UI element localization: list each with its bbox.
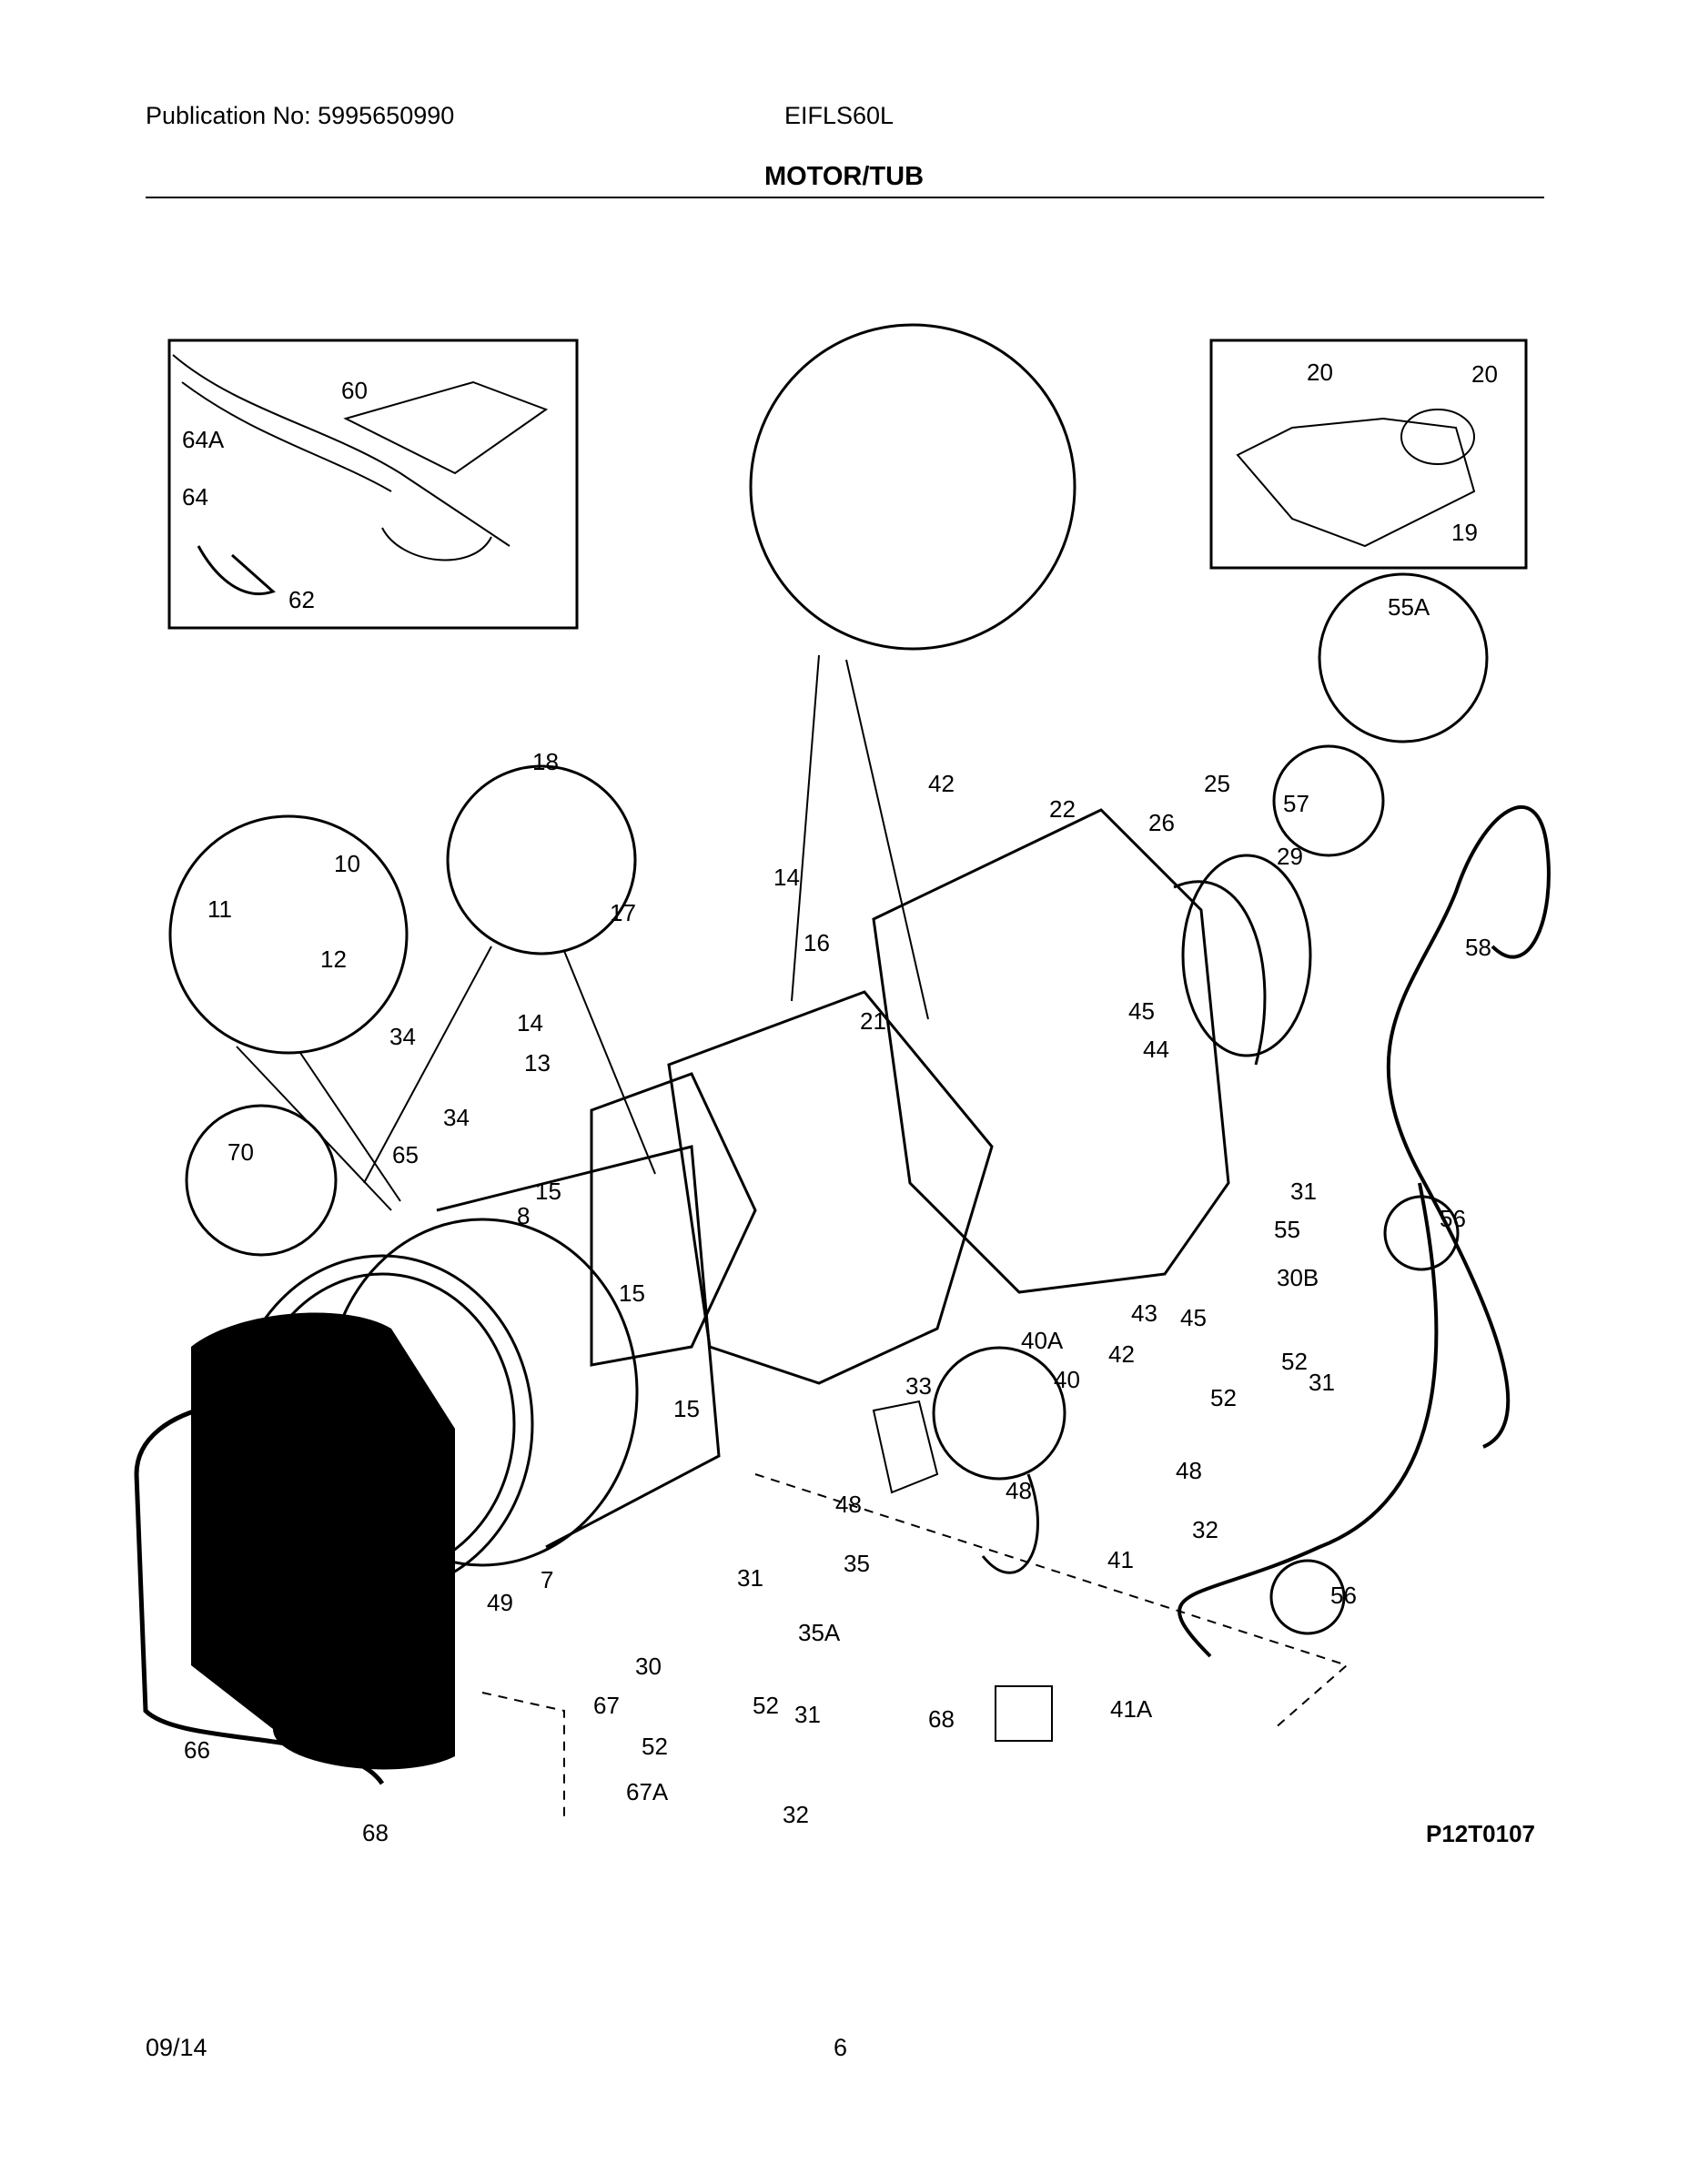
callout-65: 65 bbox=[392, 1141, 419, 1168]
callout-34-left: 34 bbox=[389, 1023, 416, 1050]
header-rule bbox=[146, 197, 1544, 198]
callout-10: 10 bbox=[334, 850, 360, 877]
callout-26: 26 bbox=[1148, 809, 1175, 836]
callout-20-left: 20 bbox=[1307, 359, 1333, 386]
callout-14-upper: 14 bbox=[773, 864, 800, 891]
callout-64: 64 bbox=[182, 483, 208, 511]
callout-32-bottom: 32 bbox=[783, 1801, 809, 1828]
callout-6: 6 bbox=[275, 1669, 288, 1696]
callout-64a: 64A bbox=[182, 426, 225, 453]
callout-25: 25 bbox=[1204, 770, 1230, 797]
callout-52-lower-right: 52 bbox=[753, 1692, 779, 1719]
callout-52-upper-left: 52 bbox=[1210, 1384, 1237, 1411]
callout-55a: 55A bbox=[1388, 593, 1430, 621]
callout-30b: 30B bbox=[1277, 1264, 1319, 1291]
callout-55: 55 bbox=[1274, 1216, 1300, 1243]
callout-56-upper: 56 bbox=[1440, 1205, 1466, 1232]
callout-15-top: 15 bbox=[535, 1178, 561, 1205]
callout-3-right: 3 bbox=[364, 1432, 377, 1460]
callout-11: 11 bbox=[207, 895, 232, 923]
callout-8: 8 bbox=[517, 1202, 530, 1229]
callout-31-middle: 31 bbox=[737, 1564, 763, 1592]
callout-43: 43 bbox=[1131, 1299, 1157, 1327]
callout-56-lower: 56 bbox=[1330, 1582, 1357, 1609]
callout-41a: 41A bbox=[1110, 1695, 1153, 1723]
callout-40: 40 bbox=[1054, 1366, 1080, 1393]
callout-19: 19 bbox=[1451, 519, 1478, 546]
footer-page-number: 6 bbox=[834, 2034, 848, 2061]
callout-12: 12 bbox=[320, 945, 347, 973]
callout-62: 62 bbox=[288, 586, 315, 613]
callout-57: 57 bbox=[1283, 790, 1309, 817]
callout-31-right: 31 bbox=[1290, 1178, 1317, 1205]
callout-20-right: 20 bbox=[1471, 360, 1498, 388]
callout-3-left: 3 bbox=[257, 1422, 269, 1450]
callout-49: 49 bbox=[487, 1589, 513, 1616]
callout-30: 30 bbox=[635, 1653, 662, 1680]
callout-31-bottom: 31 bbox=[794, 1701, 821, 1728]
model-number: EIFLS60L bbox=[784, 102, 895, 129]
callout-29: 29 bbox=[1277, 843, 1303, 870]
callout-68-middle: 68 bbox=[928, 1705, 955, 1733]
callout-52-upper-right: 52 bbox=[1281, 1348, 1308, 1375]
callout-7: 7 bbox=[541, 1566, 553, 1593]
callout-31-far-right: 31 bbox=[1309, 1369, 1335, 1396]
callout-42-bottom: 42 bbox=[1108, 1340, 1135, 1368]
callout-45-upper: 45 bbox=[1128, 997, 1155, 1025]
callout-18: 18 bbox=[532, 748, 559, 775]
callout-15-middle: 15 bbox=[619, 1279, 645, 1307]
callout-68-bottom: 68 bbox=[362, 1819, 389, 1846]
callout-32-right: 32 bbox=[1192, 1516, 1218, 1543]
footer-date: 09/14 bbox=[146, 2034, 207, 2061]
callout-40a: 40A bbox=[1021, 1327, 1064, 1354]
callout-3-bottom: 3 bbox=[351, 1550, 364, 1577]
callout-21: 21 bbox=[860, 1007, 886, 1035]
callout-60: 60 bbox=[341, 377, 368, 404]
section-title: MOTOR/TUB bbox=[763, 162, 925, 191]
callout-48-middle: 48 bbox=[1006, 1477, 1032, 1504]
callout-44: 44 bbox=[1143, 1036, 1169, 1063]
publication-number: Publication No: 5995650990 bbox=[146, 102, 455, 129]
inset-box-motor bbox=[1209, 339, 1528, 570]
callout-67a: 67A bbox=[626, 1778, 669, 1805]
callout-33: 33 bbox=[905, 1372, 932, 1400]
callout-52-lower-left: 52 bbox=[642, 1733, 668, 1760]
callout-70: 70 bbox=[227, 1138, 254, 1166]
callout-67: 67 bbox=[593, 1692, 620, 1719]
callout-35: 35 bbox=[844, 1550, 870, 1577]
callout-14-lower: 14 bbox=[517, 1009, 543, 1036]
callout-34-right: 34 bbox=[443, 1104, 470, 1131]
callout-48-left: 48 bbox=[835, 1491, 862, 1518]
spider-detail-circle bbox=[749, 323, 1076, 651]
callout-13: 13 bbox=[524, 1049, 551, 1077]
callout-16: 16 bbox=[804, 929, 830, 956]
callout-42-top: 42 bbox=[928, 770, 955, 797]
callout-45-lower: 45 bbox=[1180, 1304, 1207, 1331]
callout-58: 58 bbox=[1465, 934, 1491, 961]
callout-66: 66 bbox=[184, 1736, 210, 1764]
callout-15-bottom: 15 bbox=[673, 1395, 700, 1422]
callout-41: 41 bbox=[1107, 1546, 1134, 1573]
callout-48-right: 48 bbox=[1176, 1457, 1202, 1484]
diagram-code: P12T0107 bbox=[1426, 1820, 1535, 1847]
callout-35a: 35A bbox=[798, 1619, 841, 1646]
detail-circle-55a bbox=[1318, 572, 1489, 743]
callout-17: 17 bbox=[610, 899, 636, 926]
callout-22: 22 bbox=[1049, 795, 1076, 823]
inset-box-top-left bbox=[167, 339, 579, 630]
